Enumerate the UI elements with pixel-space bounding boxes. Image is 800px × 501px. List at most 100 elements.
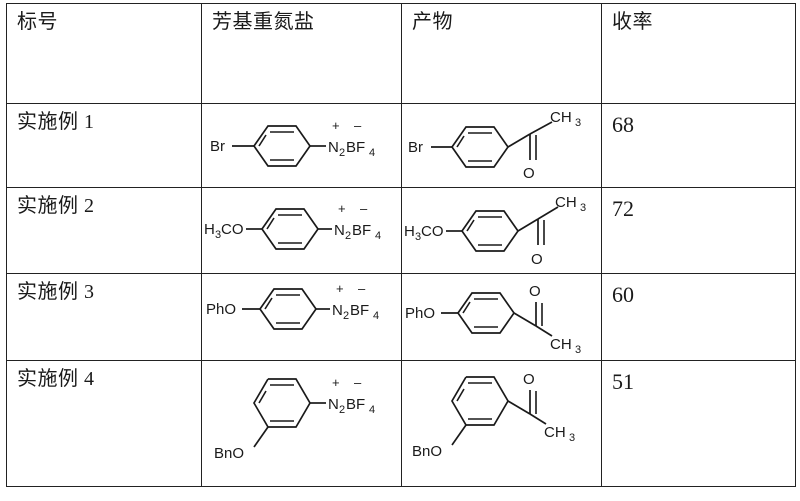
diazonium-nitrogen: N [334, 222, 345, 239]
column-header-label: 标号 [17, 11, 58, 33]
counter-ion: BF [346, 139, 365, 156]
table-row: 实施例 2 H 3 CO [6, 187, 796, 274]
header-cell-label: 标号 [6, 3, 202, 104]
substituent-subscript: 3 [215, 229, 221, 241]
acetyl-methyl: CH [550, 336, 572, 353]
molecule-svg: O CH 3 BnO [412, 371, 575, 460]
cell-label: 实施例 2 [6, 187, 202, 274]
examples-table: 标号 芳基重氮盐 产物 收率 实施例 1 [6, 3, 796, 487]
anion-charge: – [360, 201, 368, 216]
substituent-label: Br [408, 139, 423, 156]
counter-ion: BF [346, 396, 365, 413]
structure-product-4: O CH 3 BnO [402, 361, 601, 486]
counter-ion-subscript: 4 [369, 404, 375, 416]
diazonium-subscript: 2 [339, 147, 345, 159]
structure-diazonium-salt-4: + N 2 – BF 4 BnO [202, 361, 401, 486]
header-cell-yield: 收率 [601, 3, 796, 104]
cell-label: 实施例 4 [6, 360, 202, 487]
diazonium-nitrogen: N [328, 139, 339, 156]
cell-diazonium-salt: H 3 CO + N 2 – [201, 187, 402, 274]
carbonyl-oxygen: O [529, 283, 541, 300]
cation-charge: + [336, 281, 344, 296]
header-cell-product: 产物 [401, 3, 602, 104]
substituent-label: PhO [405, 305, 435, 322]
acetyl-methyl-subscript: 3 [580, 202, 586, 214]
cell-product: Br O CH [401, 103, 602, 188]
example-label: 实施例 2 [17, 195, 95, 217]
counter-ion-subscript: 4 [375, 230, 381, 242]
header-cell-salt: 芳基重氮盐 [201, 3, 402, 104]
molecule-svg: PhO O CH [405, 283, 581, 356]
anion-charge: – [358, 281, 366, 296]
substituent-subscript: 3 [415, 231, 421, 243]
example-label: 实施例 3 [17, 281, 95, 303]
yield-value: 68 [612, 112, 634, 137]
molecule-svg: H 3 CO + N 2 – [204, 201, 381, 250]
acetyl-methyl: CH [555, 194, 577, 211]
diazonium-nitrogen: N [328, 396, 339, 413]
example-label: 实施例 1 [17, 111, 95, 133]
table-row: 实施例 3 PhO + N [6, 273, 796, 361]
cation-charge: + [338, 201, 346, 216]
counter-ion-subscript: 4 [373, 310, 379, 322]
cell-product: O CH 3 BnO [401, 360, 602, 487]
column-header-salt: 芳基重氮盐 [212, 11, 315, 33]
substituent-label: BnO [214, 445, 244, 462]
cell-label: 实施例 1 [6, 103, 202, 188]
counter-ion: BF [352, 222, 371, 239]
yield-value: 51 [612, 369, 634, 394]
cell-diazonium-salt: PhO + N 2 – BF 4 [201, 273, 402, 361]
carbonyl-oxygen: O [531, 251, 543, 268]
cell-label: 实施例 3 [6, 273, 202, 361]
structure-product-3: PhO O CH [402, 274, 601, 360]
cell-diazonium-salt: + N 2 – BF 4 BnO [201, 360, 402, 487]
substituent-tail: CO [221, 221, 244, 238]
column-header-yield: 收率 [612, 11, 653, 33]
substituent-label: H [404, 223, 415, 240]
table-row: 实施例 4 + N 2 [6, 360, 796, 487]
structure-product-1: Br O CH [402, 104, 601, 187]
structure-diazonium-salt-1: Br + N [202, 104, 401, 187]
molecule-svg: Br O CH [408, 109, 581, 182]
cell-diazonium-salt: Br + N [201, 103, 402, 188]
yield-value: 60 [612, 282, 634, 307]
cell-yield: 60 [601, 273, 796, 361]
cell-product: H 3 CO O [401, 187, 602, 274]
carbonyl-oxygen: O [523, 165, 535, 182]
anion-charge: – [354, 375, 362, 390]
table-row: 实施例 1 Br [6, 103, 796, 188]
structure-diazonium-salt-2: H 3 CO + N 2 – [202, 188, 401, 273]
cell-yield: 51 [601, 360, 796, 487]
acetyl-methyl-subscript: 3 [569, 432, 575, 444]
diazonium-subscript: 2 [343, 310, 349, 322]
cell-yield: 72 [601, 187, 796, 274]
acetyl-methyl-subscript: 3 [575, 117, 581, 129]
cell-product: PhO O CH [401, 273, 602, 361]
substituent-label: H [204, 221, 215, 238]
substituent-label: BnO [412, 443, 442, 460]
cation-charge: + [332, 118, 340, 133]
structure-product-2: H 3 CO O [402, 188, 601, 273]
example-label: 实施例 4 [17, 368, 95, 390]
molecule-svg: H 3 CO O [404, 194, 586, 268]
yield-value: 72 [612, 196, 634, 221]
cation-charge: + [332, 375, 340, 390]
column-header-product: 产物 [412, 11, 453, 33]
substituent-label: Br [210, 138, 225, 155]
acetyl-methyl: CH [544, 424, 566, 441]
cell-yield: 68 [601, 103, 796, 188]
molecule-svg: Br + N [210, 118, 375, 167]
diazonium-subscript: 2 [345, 230, 351, 242]
table-header-row: 标号 芳基重氮盐 产物 收率 [6, 3, 796, 104]
diazonium-subscript: 2 [339, 404, 345, 416]
counter-ion: BF [350, 302, 369, 319]
structure-diazonium-salt-3: PhO + N 2 – BF 4 [202, 274, 401, 360]
substituent-label: PhO [206, 301, 236, 318]
molecule-svg: + N 2 – BF 4 BnO [214, 375, 375, 462]
substituent-tail: CO [421, 223, 444, 240]
table-figure: 标号 芳基重氮盐 产物 收率 实施例 1 [0, 3, 800, 501]
carbonyl-oxygen: O [523, 371, 535, 388]
acetyl-methyl: CH [550, 109, 572, 126]
acetyl-methyl-subscript: 3 [575, 344, 581, 356]
counter-ion-subscript: 4 [369, 147, 375, 159]
